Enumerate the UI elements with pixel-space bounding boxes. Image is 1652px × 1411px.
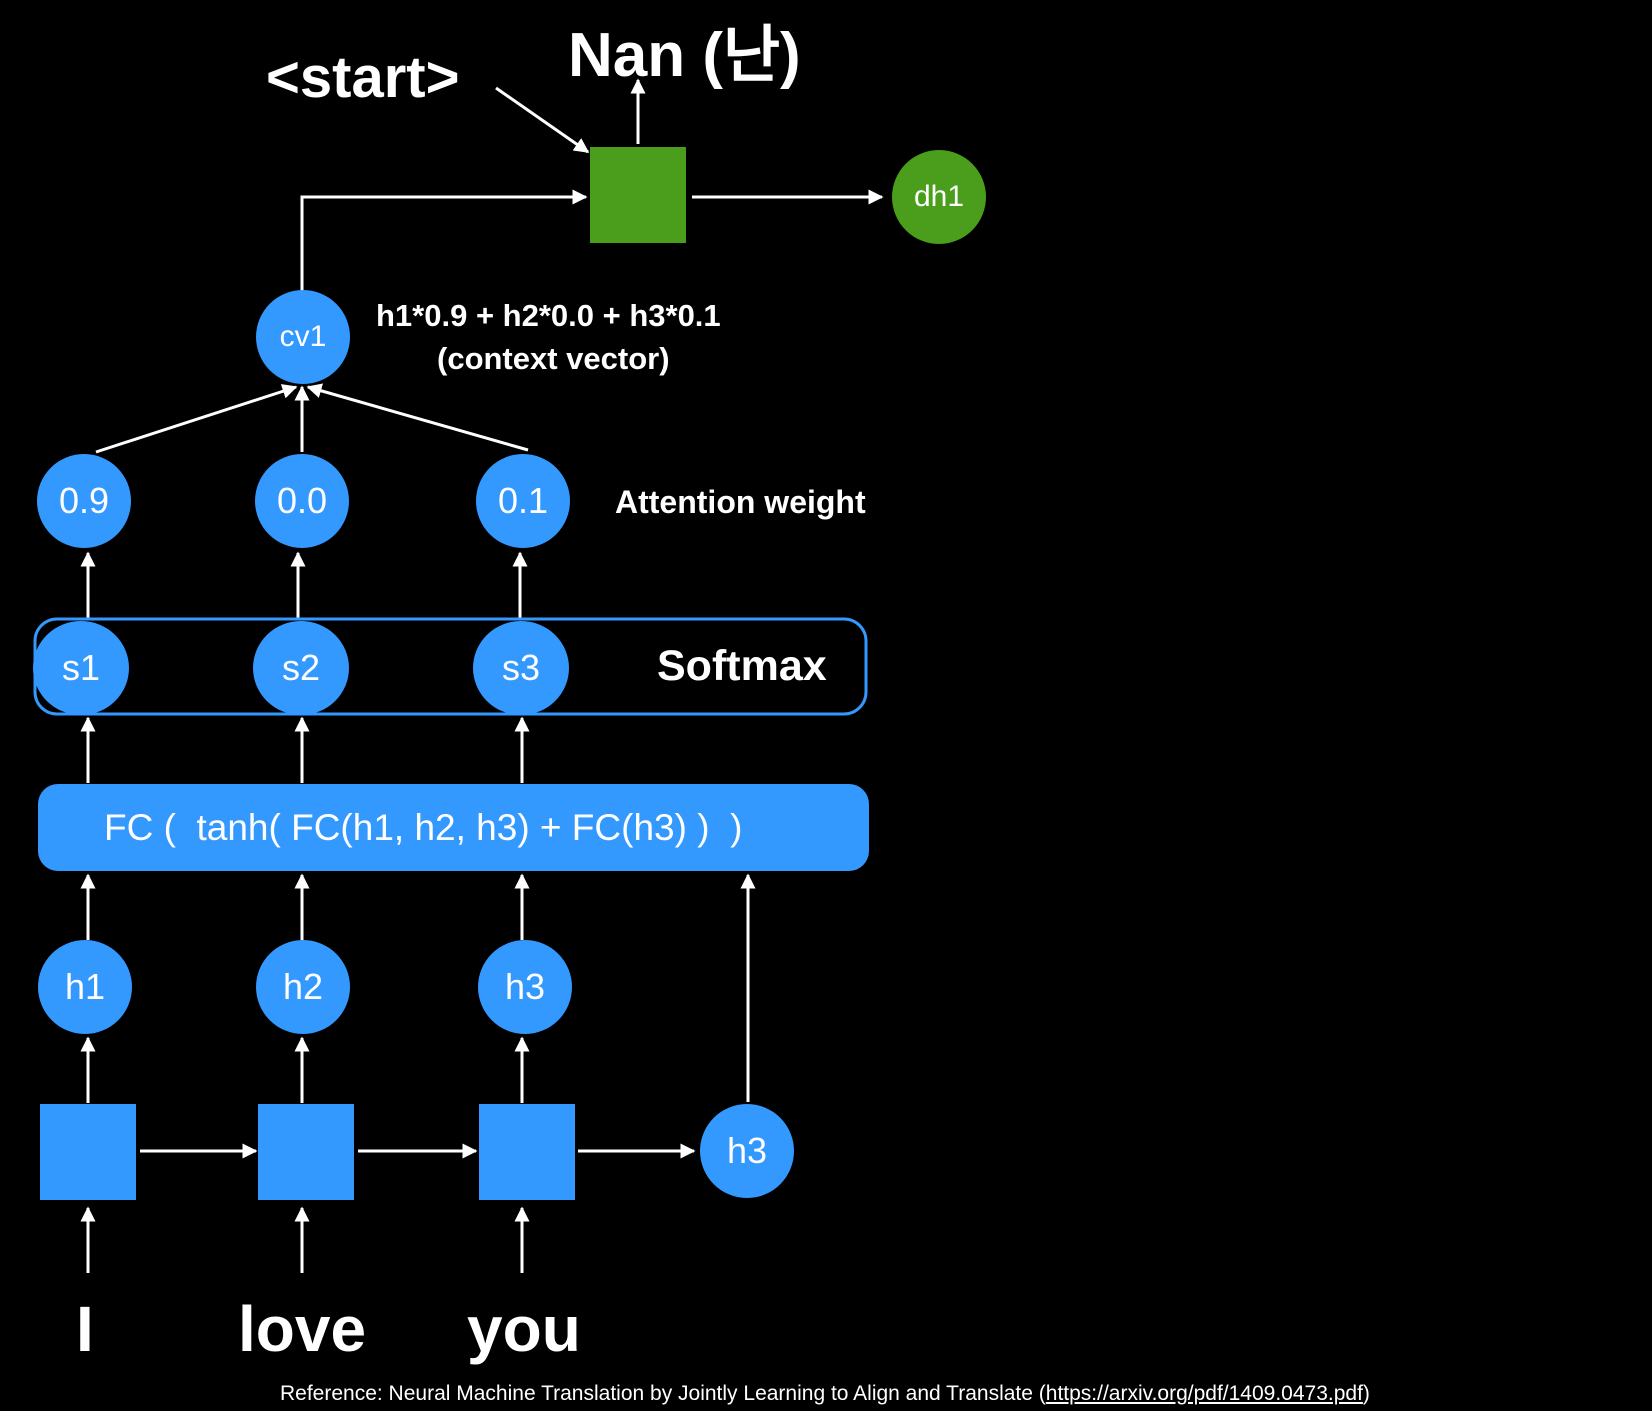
arrow-w1-to-cv1 (95, 384, 298, 454)
attention-weight-value: 0.9 (58, 480, 110, 521)
reference-text: Reference: Neural Machine Translation by… (280, 1382, 1046, 1405)
decoder-hidden-node: dh1 (892, 150, 986, 244)
input-word: love (238, 1293, 367, 1365)
softmax-label: Softmax (657, 642, 827, 690)
hidden-state-node: h3 (478, 940, 572, 1034)
score-node: s3 (473, 621, 569, 715)
arrow-cv1-to-decoder (300, 189, 588, 292)
encoder-cell (40, 1104, 136, 1200)
score-label: s1 (61, 647, 101, 688)
attention-weight-node: 0.0 (255, 454, 349, 548)
decoder-hidden-label: dh1 (913, 180, 965, 213)
reference-line: Reference: Neural Machine Translation by… (280, 1382, 1370, 1406)
encoder-cell (258, 1104, 354, 1200)
attention-weight-node: 0.9 (37, 454, 131, 548)
fc-expression: FC ( tanh( FC(h1, h2, h3) + FC(h3) ) ) (104, 806, 743, 848)
decoder-cell (590, 147, 686, 243)
encoder-final-node: h3 (700, 1104, 794, 1198)
encoder-cell (479, 1104, 575, 1200)
reference-close: ) (1362, 1382, 1370, 1405)
fc-layer-bar: FC ( tanh( FC(h1, h2, h3) + FC(h3) ) ) (38, 784, 869, 871)
hidden-state-label: h1 (64, 966, 106, 1007)
hidden-state-label: h3 (504, 966, 546, 1007)
arrow-start-to-decoder (495, 86, 590, 154)
context-vector-label: cv1 (279, 320, 327, 353)
encoder-final-label: h3 (726, 1130, 768, 1171)
arrow-w3-to-cv1 (306, 383, 529, 452)
hidden-state-node: h1 (38, 940, 132, 1034)
attention-weight-node: 0.1 (476, 454, 570, 548)
reference-link[interactable]: https://arxiv.org/pdf/1409.0473.pdf (1045, 1382, 1363, 1405)
hidden-state-label: h2 (282, 966, 324, 1007)
score-label: s3 (501, 647, 541, 688)
context-caption: (context vector) (437, 341, 670, 376)
output-word: Nan (난) (568, 21, 801, 90)
start-token: <start> (266, 45, 460, 110)
score-node: s2 (253, 621, 349, 715)
attention-weight-caption: Attention weight (615, 484, 866, 520)
score-node: s1 (33, 621, 129, 715)
context-formula: h1*0.9 + h2*0.0 + h3*0.1 (376, 298, 721, 333)
attention-weight-value: 0.1 (497, 480, 549, 521)
score-label: s2 (281, 647, 321, 688)
input-word: you (467, 1293, 581, 1365)
context-vector-node: cv1 (256, 290, 350, 384)
input-word: I (76, 1293, 94, 1365)
attention-weight-value: 0.0 (276, 480, 328, 521)
hidden-state-node: h2 (256, 940, 350, 1034)
